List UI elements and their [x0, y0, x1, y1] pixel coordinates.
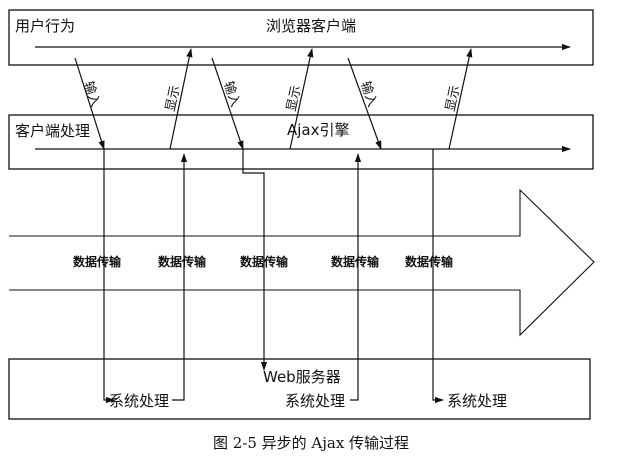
- client-processing-label: 客户端处理: [15, 122, 90, 140]
- web-server-label: Web服务器: [263, 368, 341, 386]
- system-processing-label: 系统处理: [109, 392, 169, 410]
- input-arrow: [347, 57, 382, 150]
- input-label: 输入: [80, 79, 103, 109]
- input-label: 输入: [357, 79, 380, 109]
- figure-caption: 图 2-5 异步的 Ajax 传输过程: [213, 434, 409, 452]
- user-action-lane: [8, 9, 594, 66]
- request-connector: [242, 149, 268, 371]
- input-arrow: [211, 57, 244, 150]
- user-action-label: 用户行为: [15, 17, 75, 35]
- data-transfer-label: 数据传输: [158, 254, 207, 269]
- display-label: 显示: [443, 84, 463, 113]
- data-transfer-label: 数据传输: [240, 254, 289, 269]
- system-processing-label: 系统处理: [447, 392, 507, 410]
- display-arrow: [289, 48, 314, 150]
- data-transfer-label: 数据传输: [73, 254, 122, 269]
- data-transfer-arrow: [9, 188, 595, 337]
- input-label: 输入: [220, 79, 243, 109]
- data-transfer-label: 数据传输: [331, 254, 380, 269]
- ajax-engine-label: Ajax引擎: [287, 121, 350, 139]
- request-connector: [103, 149, 115, 404]
- system-processing-label: 系统处理: [285, 392, 345, 410]
- display-arrow: [169, 48, 193, 150]
- display-label: 显示: [284, 84, 304, 113]
- response-connector: [172, 153, 188, 401]
- client-processing-lane: [8, 114, 594, 170]
- request-connector: [432, 149, 444, 404]
- display-label: 显示: [163, 84, 183, 113]
- web-server-lane: [8, 358, 591, 420]
- response-connector: [350, 153, 362, 401]
- data-transfer-label: 数据传输: [405, 254, 454, 269]
- display-arrow: [448, 48, 473, 150]
- browser-client-label: 浏览器客户端: [266, 17, 356, 35]
- input-arrow: [74, 57, 105, 150]
